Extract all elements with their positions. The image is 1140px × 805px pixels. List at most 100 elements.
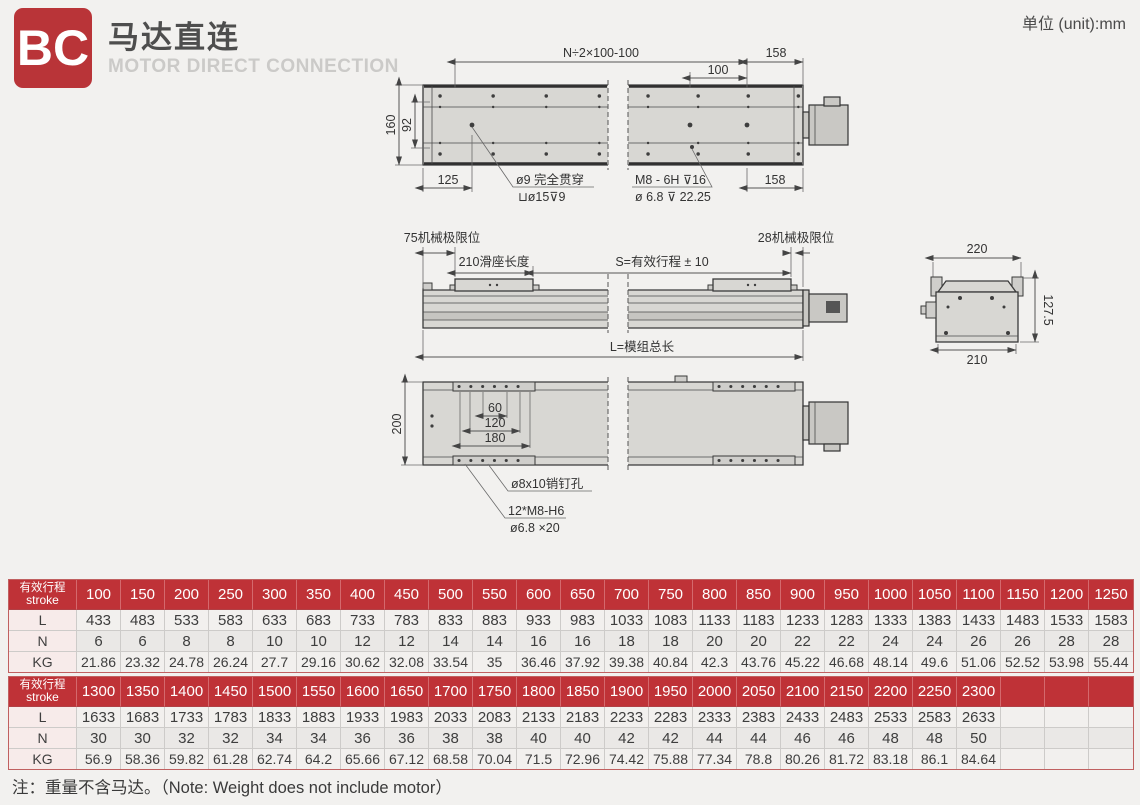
data-cell: 40 xyxy=(517,728,561,749)
data-cell: 37.92 xyxy=(561,652,605,672)
data-cell: 433 xyxy=(77,610,121,631)
data-cell: 43.76 xyxy=(737,652,781,672)
row-label-kg: KG xyxy=(9,652,77,672)
stroke-header-cell: 1800 xyxy=(517,677,561,707)
dim-120: 120 xyxy=(485,416,506,430)
data-cell: 6 xyxy=(121,631,165,652)
stroke-header-cell: 2300 xyxy=(957,677,1001,707)
data-cell xyxy=(1001,728,1045,749)
data-cell: 2483 xyxy=(825,707,869,728)
data-cell: 49.6 xyxy=(913,652,957,672)
label-effective-stroke: S=有效行程 ± 10 xyxy=(615,254,708,269)
data-cell xyxy=(1089,749,1133,769)
dim-section-210: 210 xyxy=(967,353,988,367)
data-cell: 16 xyxy=(561,631,605,652)
stroke-header-cell: 250 xyxy=(209,580,253,610)
label-limit-right: 28机械极限位 xyxy=(758,230,834,245)
callout-thread-bottom-line2: ø6.8 ×20 xyxy=(510,521,560,535)
data-cell: 30 xyxy=(77,728,121,749)
data-cell: 26 xyxy=(1001,631,1045,652)
data-cell: 6 xyxy=(77,631,121,652)
data-cell: 38 xyxy=(429,728,473,749)
row-label-kg: KG xyxy=(9,749,77,769)
stroke-header-cell: 600 xyxy=(517,580,561,610)
data-cell: 483 xyxy=(121,610,165,631)
data-cell: 55.44 xyxy=(1089,652,1133,672)
stroke-header-cell: 1600 xyxy=(341,677,385,707)
stroke-header-cell: 1000 xyxy=(869,580,913,610)
data-cell xyxy=(1001,749,1045,769)
data-cell: 14 xyxy=(429,631,473,652)
data-cell: 2533 xyxy=(869,707,913,728)
dim-160: 160 xyxy=(384,115,398,136)
data-cell: 14 xyxy=(473,631,517,652)
section-view-drawing: 220 127.5 210 xyxy=(920,242,1055,367)
label-limit-left: 75机械极限位 xyxy=(404,230,480,245)
data-cell: 30.62 xyxy=(341,652,385,672)
data-cell: 32.08 xyxy=(385,652,429,672)
data-cell: 1283 xyxy=(825,610,869,631)
data-cell: 1433 xyxy=(957,610,1001,631)
data-cell: 683 xyxy=(297,610,341,631)
data-cell: 2083 xyxy=(473,707,517,728)
row-label-n: N xyxy=(9,728,77,749)
data-cell: 18 xyxy=(605,631,649,652)
page-title-en: MOTOR DIRECT CONNECTION xyxy=(108,56,399,77)
stroke-header-cell: 1650 xyxy=(385,677,429,707)
data-cell: 2233 xyxy=(605,707,649,728)
data-cell: 983 xyxy=(561,610,605,631)
data-cell: 10 xyxy=(253,631,297,652)
data-cell: 12 xyxy=(385,631,429,652)
stroke-header-cell: 900 xyxy=(781,580,825,610)
data-cell: 12 xyxy=(341,631,385,652)
stroke-header-cell: 2050 xyxy=(737,677,781,707)
data-cell: 2633 xyxy=(957,707,1001,728)
data-cell: 74.42 xyxy=(605,749,649,769)
data-cell: 18 xyxy=(649,631,693,652)
data-cell: 39.38 xyxy=(605,652,649,672)
data-cell: 1483 xyxy=(1001,610,1045,631)
data-cell: 883 xyxy=(473,610,517,631)
data-cell: 1033 xyxy=(605,610,649,631)
data-cell xyxy=(1045,707,1089,728)
data-cell: 67.12 xyxy=(385,749,429,769)
data-cell: 1733 xyxy=(165,707,209,728)
data-cell: 783 xyxy=(385,610,429,631)
stroke-header-cell: 1400 xyxy=(165,677,209,707)
data-cell: 48.14 xyxy=(869,652,913,672)
row-label-l: L xyxy=(9,707,77,728)
data-cell: 36 xyxy=(341,728,385,749)
data-cell xyxy=(1089,707,1133,728)
data-cell: 68.58 xyxy=(429,749,473,769)
stroke-header-cell: 2000 xyxy=(693,677,737,707)
stroke-header-cell: 1350 xyxy=(121,677,165,707)
data-cell: 1583 xyxy=(1089,610,1133,631)
bottom-view-drawing: 200 60 120 180 ø8x10销钉孔 12*M8-H6 ø6.8 ×2… xyxy=(390,373,849,535)
stroke-header-cell: 300 xyxy=(253,580,297,610)
data-cell: 8 xyxy=(209,631,253,652)
callout-thread-hole-line1: M8 - 6H ⊽16 xyxy=(635,173,706,187)
stroke-header-cell: 2200 xyxy=(869,677,913,707)
data-cell: 32 xyxy=(165,728,209,749)
stroke-header-cell: 1900 xyxy=(605,677,649,707)
stroke-header-cell xyxy=(1001,677,1045,707)
data-cell: 48 xyxy=(913,728,957,749)
data-cell: 1233 xyxy=(781,610,825,631)
stroke-header-cell: 2150 xyxy=(825,677,869,707)
stroke-header-cell: 700 xyxy=(605,580,649,610)
stroke-header-cell: 1750 xyxy=(473,677,517,707)
data-cell: 10 xyxy=(297,631,341,652)
data-cell: 36.46 xyxy=(517,652,561,672)
data-cell: 33.54 xyxy=(429,652,473,672)
data-cell: 1983 xyxy=(385,707,429,728)
data-cell: 833 xyxy=(429,610,473,631)
data-cell: 45.22 xyxy=(781,652,825,672)
data-cell: 34 xyxy=(297,728,341,749)
stroke-header-cell: 1500 xyxy=(253,677,297,707)
data-cell: 2383 xyxy=(737,707,781,728)
dim-125: 125 xyxy=(438,173,459,187)
stroke-header-cell: 1200 xyxy=(1045,580,1089,610)
label-total-length: L=模组总长 xyxy=(610,340,675,354)
data-cell: 35 xyxy=(473,652,517,672)
